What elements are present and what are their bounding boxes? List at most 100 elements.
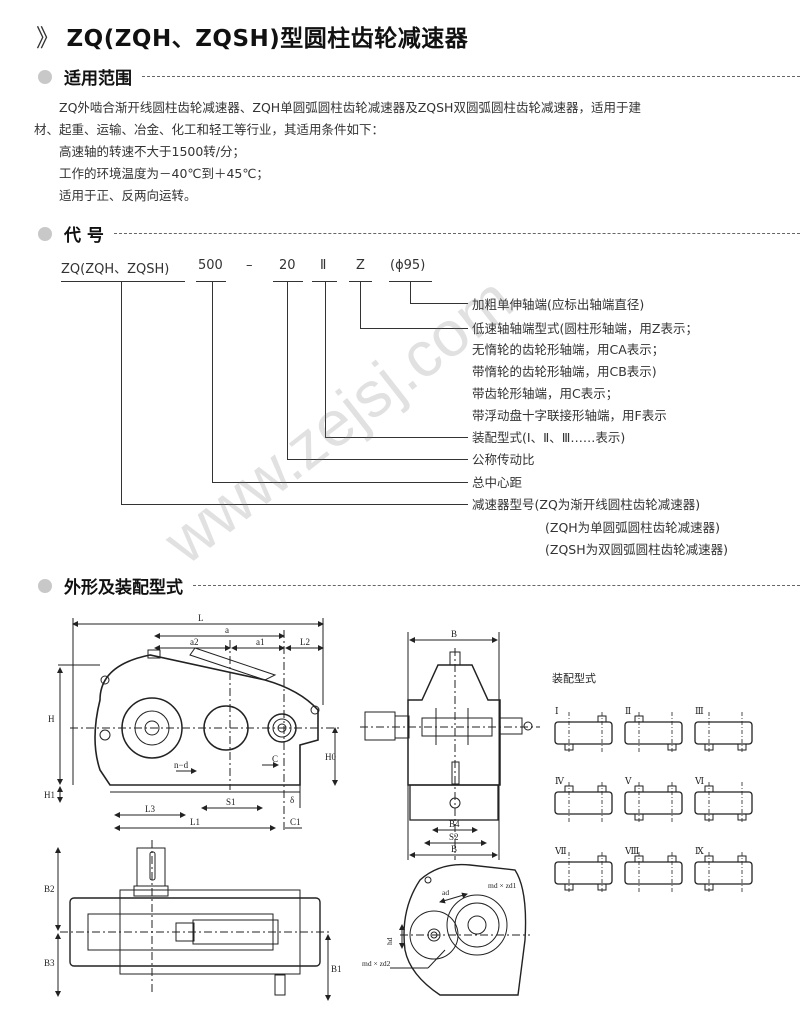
bullet-dot-icon	[38, 226, 52, 241]
shaft-stub	[597, 715, 607, 723]
shaft-stub	[737, 743, 747, 751]
shaft-stub	[704, 785, 714, 793]
assembly-form-housing	[554, 791, 613, 815]
dim-label-B2: B2	[44, 884, 55, 894]
dim-label-a1: a1	[256, 637, 265, 647]
text-line: 适用于正、反两向运转。	[34, 188, 197, 203]
text-line: ZQ外啮合渐开线圆柱齿轮减速器、ZQH单圆弧圆柱齿轮减速器及ZQSH双圆弧圆柱齿…	[34, 100, 641, 115]
connector-line	[360, 281, 361, 328]
dim-label-B: B	[451, 629, 457, 639]
shaft-stub	[667, 855, 677, 863]
assembly-form-housing	[624, 861, 683, 885]
assembly-form-housing	[624, 721, 683, 745]
underline	[273, 281, 303, 282]
page-title: 》ZQ(ZQH、ZQSH)型圆柱齿轮减速器	[36, 18, 468, 53]
side-view-labels: L a a2 a1 L2 H H0 H1 n−d C S1 δ L3 L1 C1	[44, 613, 336, 827]
assembly-form-label: Ⅶ	[554, 846, 567, 856]
dim-label-B-bottom: B	[451, 844, 457, 854]
explanation-line: 总中心距	[472, 475, 523, 490]
assembly-form-label: Ⅸ	[695, 846, 704, 856]
assembly-form-label: Ⅱ	[625, 706, 631, 716]
shaft-stub	[597, 883, 607, 891]
section-heading: 外形及装配型式	[64, 578, 183, 598]
assembly-form-label: Ⅲ	[695, 706, 704, 716]
code-dash: –	[246, 258, 253, 273]
dim-label-B4: B4	[449, 819, 460, 829]
shaft-stub	[597, 785, 607, 793]
assembly-form-housing	[624, 791, 683, 815]
scope-paragraph: ZQ外啮合渐开线圆柱齿轮减速器、ZQH单圆弧圆柱齿轮减速器及ZQSH双圆弧圆柱齿…	[34, 97, 641, 207]
text-line: 材、起重、运输、冶金、化工和轻工等行业，其适用条件如下：	[34, 122, 385, 137]
explanation-line: 装配型式(Ⅰ、Ⅱ、Ⅲ……表示)	[472, 430, 626, 445]
code-assembly: Ⅱ	[320, 258, 327, 273]
dim-label-C: C	[272, 754, 278, 764]
connector-line	[410, 303, 468, 304]
dim-label-C1: C1	[290, 817, 301, 827]
shaft-stub	[634, 813, 644, 821]
dim-label-delta: δ	[290, 795, 294, 805]
assembly-form-label: Ⅰ	[555, 706, 559, 716]
explanation-line: (ZQH为单圆弧圆柱齿轮减速器)	[545, 520, 721, 535]
assembly-forms-title: 装配型式	[552, 671, 596, 685]
section-code: 代 号	[38, 221, 800, 246]
dim-label-a2: a2	[190, 637, 199, 647]
dim-label-md-zd1: md × zd1	[488, 881, 517, 890]
underline	[312, 281, 337, 282]
explanation-line: 带浮动盘十字联接形轴端，用F表示	[472, 408, 667, 423]
connector-line	[287, 281, 288, 459]
section-heading: 代 号	[64, 226, 104, 246]
explanation-line: 带惰轮的齿轮形轴端，用CB表示)	[472, 364, 657, 379]
text-line: 高速轴的转速不大于1500转/分；	[34, 144, 246, 159]
dim-label-H0: H0	[325, 752, 336, 762]
shaft-stub	[667, 785, 677, 793]
connector-line	[121, 504, 468, 505]
shaft-stub	[564, 785, 574, 793]
explanation-line: 减速器型号(ZQ为渐开线圆柱齿轮减速器)	[472, 497, 701, 512]
shaft-stub	[564, 883, 574, 891]
front-view-drawing	[360, 632, 540, 860]
explanation-line: 带齿轮形轴端，用C表示；	[472, 386, 619, 401]
explanation-line: 公称传动比	[472, 452, 535, 467]
shaft-stub	[704, 813, 714, 821]
underline	[196, 281, 226, 282]
connector-line	[360, 328, 468, 329]
connector-line	[325, 437, 468, 438]
dim-label-S1: S1	[226, 797, 236, 807]
shaft-stub	[634, 855, 644, 863]
shaft-stub	[737, 855, 747, 863]
code-model: ZQ(ZQH、ZQSH)	[61, 262, 170, 277]
dim-label-H1: H1	[44, 790, 55, 800]
explanation-line: 低速轴轴端型式(圆柱形轴端，用Z表示；	[472, 321, 698, 336]
shaft-stub	[667, 743, 677, 751]
connector-line	[325, 281, 326, 437]
assembly-form-label: Ⅴ	[624, 776, 632, 786]
assembly-form-housing	[554, 861, 613, 885]
dashed-divider	[113, 233, 800, 234]
dashed-divider	[193, 585, 800, 586]
code-diameter: (ϕ95)	[390, 258, 426, 273]
dim-label-B3: B3	[44, 958, 55, 968]
dim-label-hd: hd	[385, 937, 394, 945]
front-view-labels: B B4 S2 B	[449, 629, 460, 854]
explanation-line: (ZQSH为双圆弧圆柱齿轮减速器)	[545, 542, 728, 557]
code-shaft-end: Z	[356, 258, 365, 273]
section-scope: 适用范围	[38, 64, 800, 89]
dim-label-md-zd2: md × zd2	[362, 959, 391, 968]
text-line: 工作的环境温度为－40℃到＋45℃；	[34, 166, 269, 181]
dim-label-L3: L3	[145, 804, 155, 814]
page-title-text: ZQ(ZQH、ZQSH)型圆柱齿轮减速器	[66, 26, 469, 52]
plan-view-labels: B2 B3 B1	[44, 884, 342, 974]
connector-line	[212, 482, 468, 483]
dim-label-L1: L1	[190, 817, 200, 827]
dim-label-ad: ad	[442, 888, 449, 897]
side-view-drawing	[57, 618, 340, 831]
dim-label-L2: L2	[300, 637, 310, 647]
section-view-labels: ad md × zd1 hd md × zd2	[362, 881, 517, 968]
section-heading: 适用范围	[64, 69, 132, 89]
dim-label-L: L	[198, 613, 204, 623]
assembly-form-housing	[694, 791, 753, 815]
connector-line	[287, 459, 468, 460]
dim-label-a: a	[225, 625, 229, 635]
shaft-stub	[597, 855, 607, 863]
bullet-dot-icon	[38, 69, 52, 84]
